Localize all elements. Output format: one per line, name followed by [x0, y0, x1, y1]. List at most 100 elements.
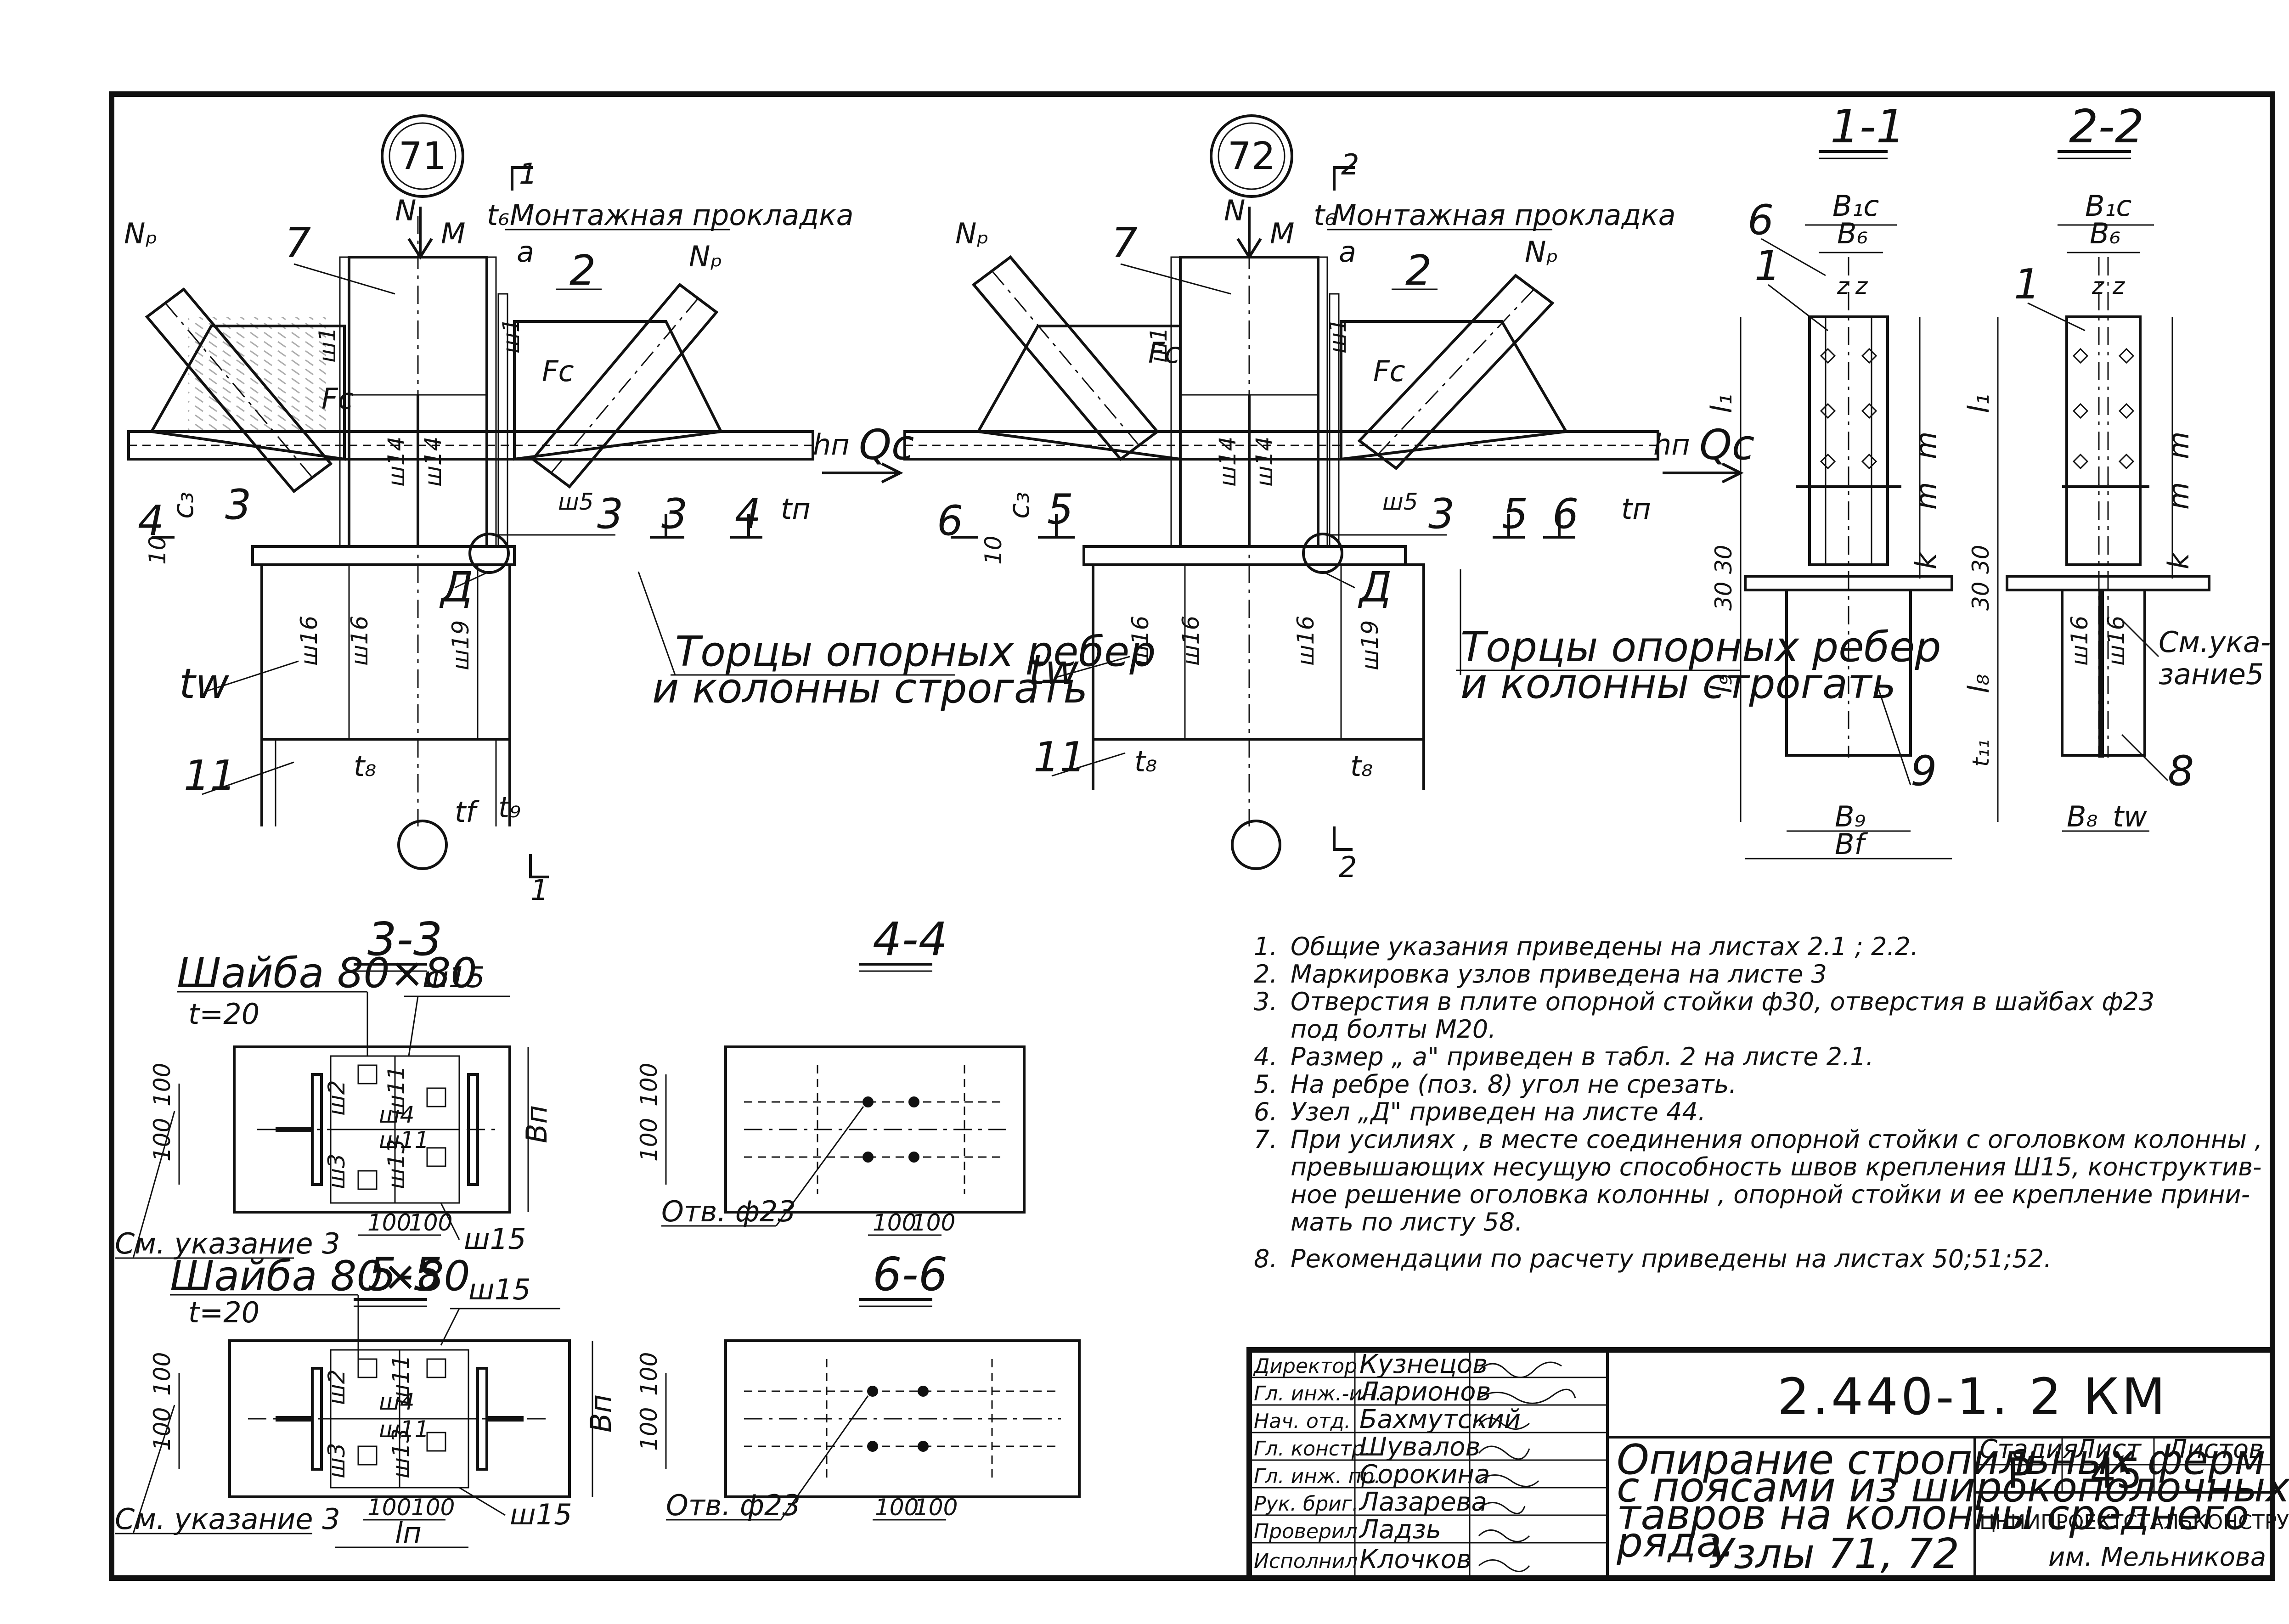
node-71: 7 1 1: [124, 114, 1156, 907]
svg-text:t₈: t₈: [354, 749, 376, 783]
svg-text:ш16: ш16: [1178, 616, 1204, 666]
cap-plate-71: [251, 545, 516, 566]
section-4-4-title: 4-4: [873, 912, 947, 966]
svg-text:ш11: ш11: [383, 1066, 410, 1116]
svg-text:z: z: [1837, 273, 1850, 299]
svg-text:100: 100: [636, 1407, 662, 1451]
svg-text:ш13: ш13: [383, 1139, 410, 1189]
section-2-2-title: 2-2: [2069, 100, 2144, 153]
svg-text:ш16: ш16: [1127, 616, 1154, 666]
svg-text:Bп: Bп: [520, 1105, 553, 1143]
svg-text:hп: hп: [813, 428, 850, 461]
svg-text:1: 1: [1754, 242, 1781, 290]
svg-text:100: 100: [914, 1494, 958, 1521]
svg-text:превышающих несущую способн: превышающих несущую способность швов кре…: [1291, 1152, 2262, 1181]
svg-text:ш4: ш4: [379, 1101, 415, 1128]
svg-text:Ладзь: Ладзь: [1359, 1515, 1441, 1545]
svg-text:Стадия: Стадия: [1979, 1434, 2078, 1464]
svg-text:Опирание стропильных ферм: Опирание стропильных ферм: [1617, 1436, 2266, 1484]
svg-text:z: z: [2112, 273, 2126, 299]
svg-text:t₈: t₈: [1350, 749, 1373, 783]
svg-text:100: 100: [409, 1209, 452, 1236]
svg-text:B₈: B₈: [2067, 800, 2097, 833]
note-4: 4.Размер „ a" приведен в табл. 2 на лист…: [1254, 1042, 1874, 1071]
svg-text:a: a: [517, 235, 534, 269]
svg-text:z: z: [1855, 273, 1868, 299]
svg-text:M: M: [441, 217, 466, 250]
nodes-label: Узлы 71, 72: [1708, 1530, 1959, 1578]
svg-text:l₁: l₁: [1962, 394, 1996, 413]
svg-text:t₉: t₉: [498, 791, 521, 824]
title-block: Директор Кузнецов Гл. инж.-ин. Ларионов …: [1246, 1347, 2289, 1581]
note-1: 1.Общие указания приведены на листах 2.1…: [1254, 932, 1918, 961]
svg-text:ш2: ш2: [323, 1369, 350, 1405]
svg-text:Клочков: Клочков: [1359, 1545, 1472, 1574]
svg-text:Fc: Fc: [542, 354, 574, 388]
svg-text:m: m: [1909, 432, 1943, 459]
section-3-3-title: 3-3: [367, 912, 442, 966]
svg-text:ш14: ш14: [383, 437, 410, 487]
svg-text:Лист: Лист: [2075, 1434, 2142, 1464]
svg-text:tw: tw: [179, 660, 229, 708]
svg-text:Лазарева: Лазарева: [1359, 1487, 1487, 1517]
svg-text:Nₚ: Nₚ: [124, 217, 158, 250]
svg-text:Бахмутский: Бахмутский: [1359, 1405, 1521, 1434]
svg-text:См. указание 3: См. указание 3: [115, 1227, 340, 1260]
svg-text:t₈: t₈: [1134, 745, 1157, 778]
svg-text:ш1: ш1: [1325, 318, 1351, 354]
svg-text:2: 2: [1405, 247, 1432, 295]
svg-text:tп: tп: [781, 492, 811, 526]
svg-text:ное решение оголовка кол: ное решение оголовка колонны , опорной с…: [1291, 1180, 2250, 1209]
svg-text:ш1: ш1: [1145, 327, 1172, 363]
note-2: 2.Маркировка узлов приведена на листе 3: [1254, 960, 1827, 989]
svg-text:1: 1: [519, 157, 537, 191]
svg-text:m: m: [2162, 482, 2195, 510]
svg-text:c₃: c₃: [1002, 492, 1036, 519]
svg-text:2: 2: [1339, 850, 1357, 884]
svg-text:100: 100: [912, 1209, 955, 1236]
mounting-pad-label-71: Монтажная прокладка: [510, 198, 854, 232]
drawing-code: 2.440-1. 2 КМ: [1777, 1367, 2168, 1426]
svg-text:См. указание 3: См. указание 3: [115, 1502, 340, 1536]
svg-text:под болты М20.: под болты М20.: [1291, 1015, 1496, 1044]
svg-text:8: 8: [2168, 747, 2194, 795]
svg-text:См.ука-: См.ука-: [2159, 625, 2271, 659]
svg-text:B₁c: B₁c: [2085, 189, 2131, 223]
section-1-1: 1-1 B₁c B₆ z z 6 1 l₁ l₉ 30 30: [1705, 100, 1953, 861]
svg-text:ш3: ш3: [323, 1153, 350, 1189]
svg-text:1: 1: [530, 873, 548, 907]
svg-text:tf: tf: [455, 795, 479, 829]
section-3-3: 3-3 Шайба 80×80 t=20 ш15 ш2 ш4 ш11 ш3 ш1…: [115, 912, 553, 1260]
svg-text:ш19: ш19: [447, 620, 474, 670]
svg-text:ш16: ш16: [346, 616, 373, 666]
svg-text:100: 100: [367, 1209, 411, 1236]
svg-text:Ларионов: Ларионов: [1359, 1377, 1491, 1407]
svg-text:Nₚ: Nₚ: [955, 217, 989, 250]
svg-text:hп: hп: [1653, 428, 1690, 461]
section-1-1-title: 1-1: [1830, 100, 1905, 153]
note-5: 5.На ребре (поз. 8) угол не срезать.: [1254, 1070, 1737, 1099]
svg-text:Отв. ф23: Отв. ф23: [661, 1195, 796, 1228]
general-notes: 1.Общие указания приведены на листах 2.1…: [1254, 932, 2262, 1273]
svg-text:t=20: t=20: [188, 997, 259, 1031]
section-5-5-title: 5-5: [367, 1248, 442, 1301]
svg-text:Fc: Fc: [1148, 336, 1180, 370]
svg-text:100: 100: [149, 1352, 175, 1396]
organization-line-2: им. Мельникова: [2048, 1542, 2266, 1572]
sheet-frame: [109, 91, 2275, 1581]
svg-text:ш11: ш11: [388, 1355, 414, 1405]
node-71-marker: [381, 114, 464, 198]
svg-text:7: 7: [1111, 219, 1138, 267]
svg-text:100: 100: [873, 1209, 916, 1236]
svg-text:Гл. инж.-ин.: Гл. инж.-ин.: [1254, 1382, 1382, 1405]
svg-text:l₈: l₈: [1962, 674, 1996, 693]
note-7: 7.При усилиях , в месте соединения опорн…: [1254, 1125, 2262, 1154]
svg-text:l₉: l₉: [1705, 674, 1738, 693]
note-3: 3.Отверстия в плите опорной стойки ф30, …: [1254, 987, 2154, 1016]
svg-text:ш5: ш5: [558, 489, 594, 515]
planed-ends-label-72-a: Торцы опорных ребер: [1460, 623, 1941, 671]
svg-text:tw: tw: [2113, 800, 2147, 833]
svg-text:ш14: ш14: [1214, 437, 1241, 487]
svg-text:t=20: t=20: [188, 1296, 259, 1329]
